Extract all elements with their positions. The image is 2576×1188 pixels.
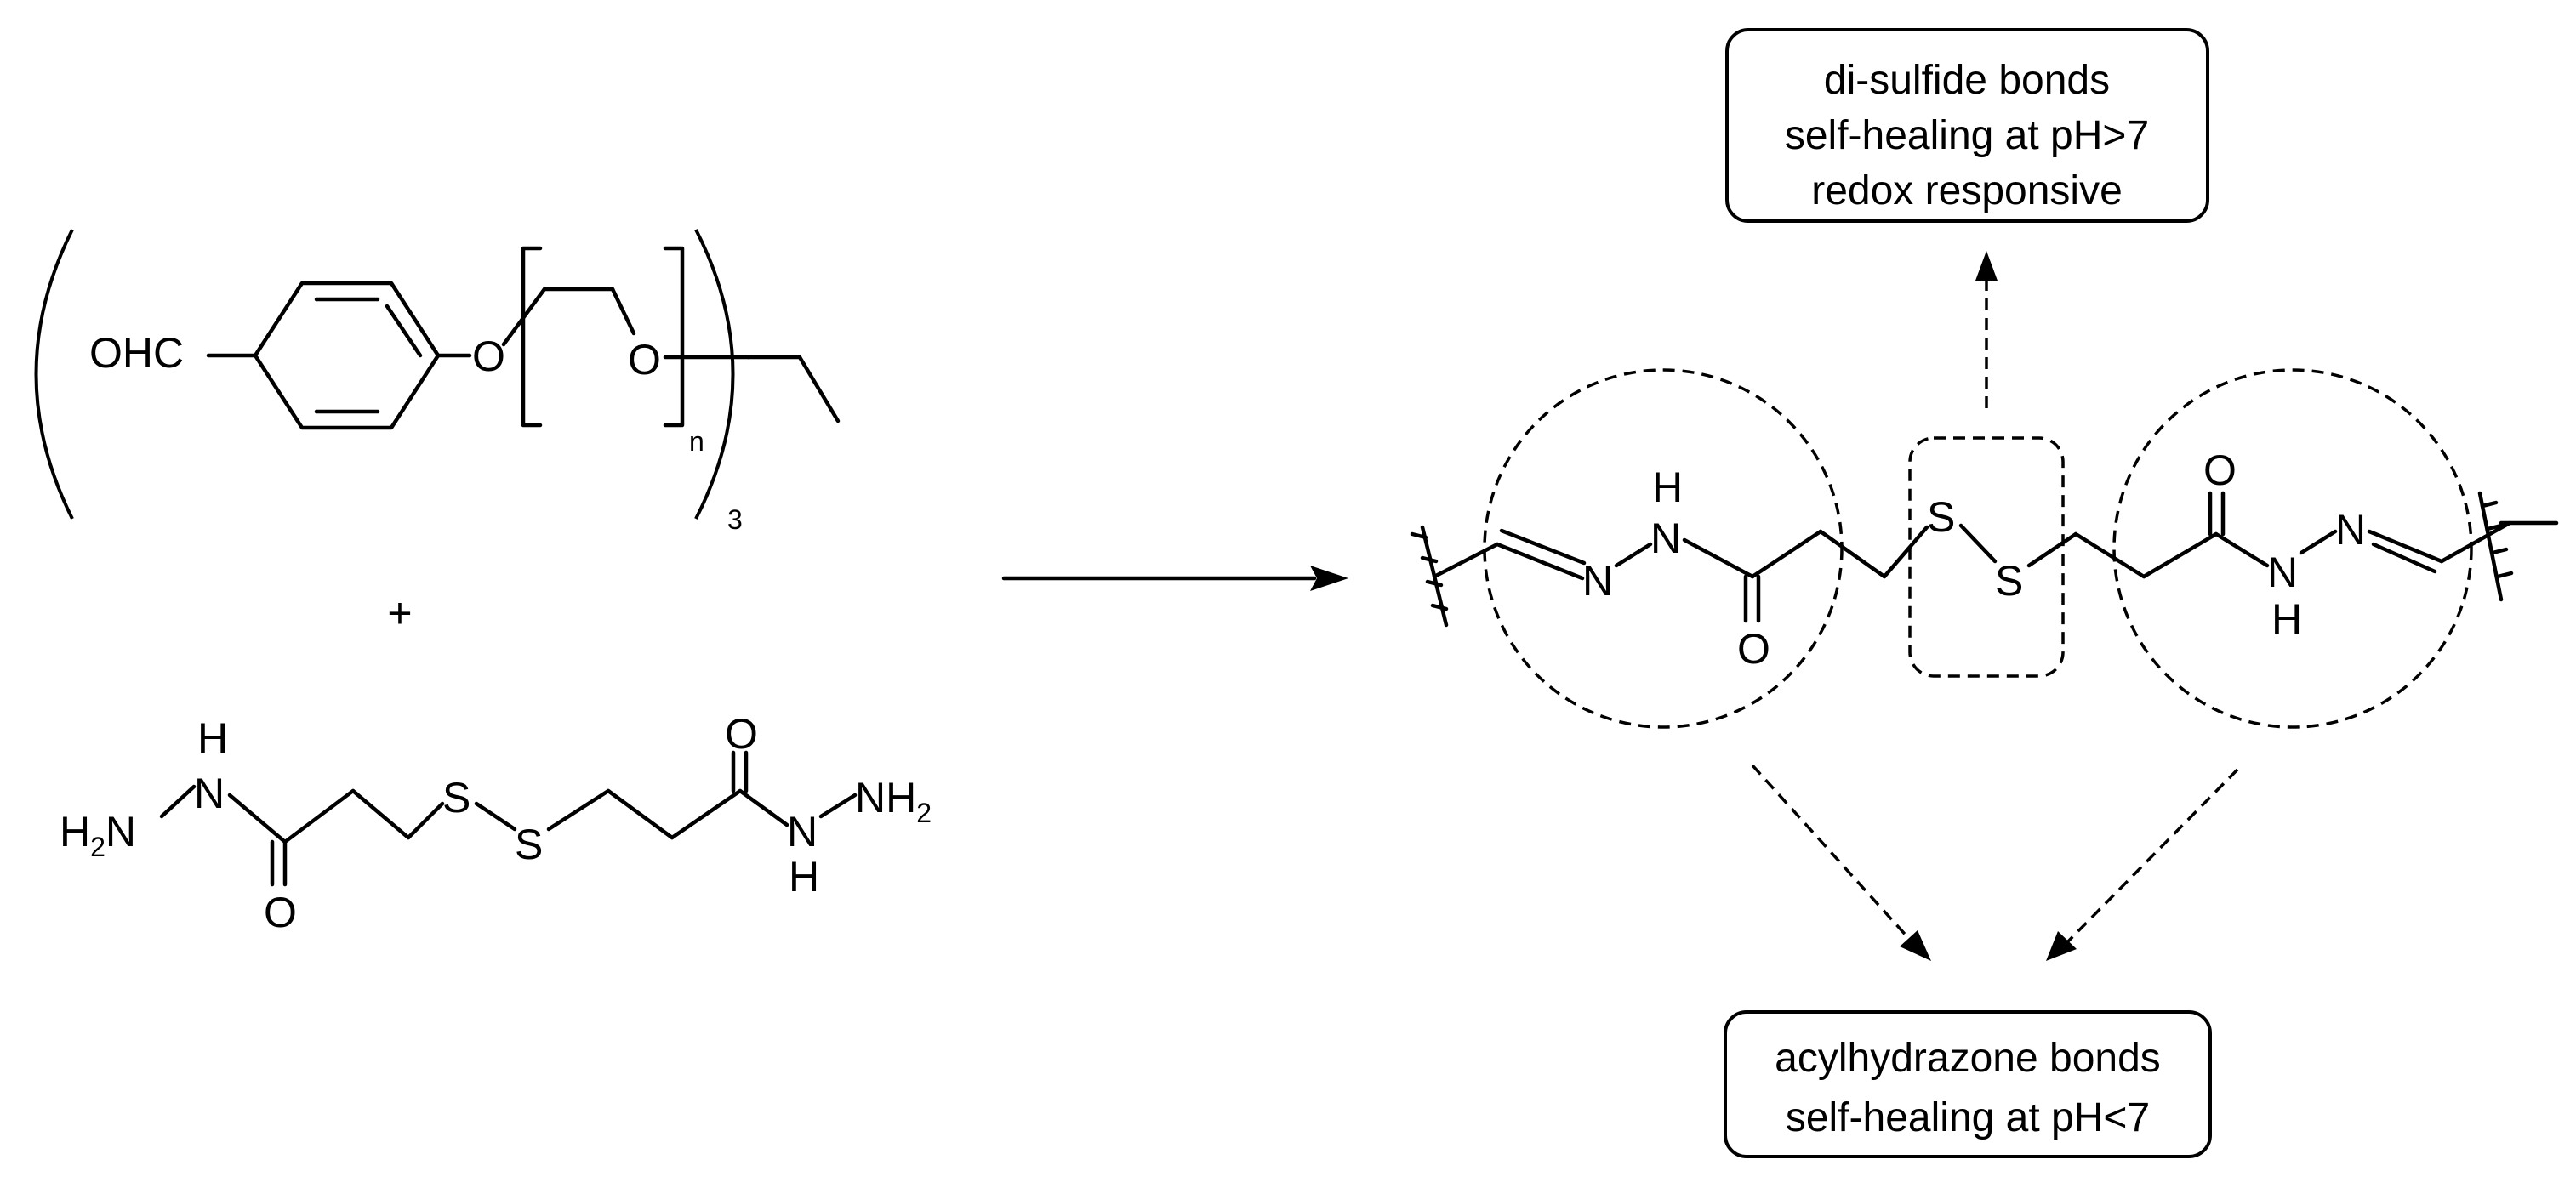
box-top-line2: self-healing at pH>7 <box>1785 113 2149 158</box>
reactant-peg-aldehyde: OHC O O n 3 <box>34 229 841 535</box>
disulfide-info-box: di-sulfide bonds self-healing at pH>7 re… <box>1725 28 2209 223</box>
carbonyl-o-left-label: O <box>264 889 297 936</box>
plus-sign: + <box>387 589 412 637</box>
product-sulfur-2-label: S <box>1995 557 2023 605</box>
box-bottom-line2: self-healing at pH<7 <box>1786 1095 2150 1140</box>
nh-n-left-label: N <box>194 770 225 817</box>
reactant-dihydrazide: H2N N H O S S O N H NH2 <box>60 710 932 936</box>
product-amide-n-left-label: N <box>1650 514 1681 562</box>
box-top-line1: di-sulfide bonds <box>1824 58 2110 103</box>
repeat-bracket-left <box>521 246 543 428</box>
product-amide-h-left-label: H <box>1652 463 1683 511</box>
acylhydrazone-info-box: acylhydrazone bonds self-healing at pH<7 <box>1724 1010 2212 1158</box>
product-imine-n-right-label: N <box>2335 506 2366 554</box>
box-top-line3: redox responsive <box>1811 168 2123 213</box>
h2n-left-label: H2N <box>60 808 136 862</box>
benzene-ring <box>253 281 441 430</box>
product-amide-n-right-label: N <box>2267 549 2298 596</box>
nh-n-right-label: N <box>787 808 818 855</box>
multiplier-subscript-3: 3 <box>727 504 743 535</box>
sulfur-1-label: S <box>442 774 470 821</box>
peg-oxygen-label: O <box>628 336 661 384</box>
repeat-subscript-n: n <box>689 426 704 457</box>
nh2-right-label: NH2 <box>855 774 932 828</box>
reaction-arrow <box>1001 566 1348 591</box>
left-acylhydrazone-highlight <box>1483 368 1844 729</box>
carbonyl-o-right-label: O <box>725 710 758 758</box>
annotation-arrows <box>1751 251 2239 961</box>
nh-h-left-label: H <box>197 714 228 762</box>
product-sulfur-1-label: S <box>1927 493 1955 541</box>
product-carbonyl-o-right-label: O <box>2203 446 2237 494</box>
aldehyde-label: OHC <box>89 329 184 377</box>
right-cut-bond <box>2477 491 2504 602</box>
product-imine-n-left-label: N <box>1582 557 1613 605</box>
nh-h-right-label: H <box>789 853 819 901</box>
right-acylhydrazone-highlight <box>2112 368 2473 729</box>
right-parenthesis <box>694 229 735 520</box>
sulfur-2-label: S <box>515 821 543 868</box>
product-network: N N H O S S O N H N <box>1410 368 2559 729</box>
disulfide-highlight <box>1908 436 2065 678</box>
left-parenthesis <box>34 229 74 520</box>
product-carbonyl-o-left-label: O <box>1737 625 1770 673</box>
product-amide-h-right-label: H <box>2271 595 2302 643</box>
box-bottom-line1: acylhydrazone bonds <box>1775 1036 2161 1081</box>
ether-oxygen-label: O <box>472 333 505 380</box>
repeat-bracket-right <box>663 246 685 428</box>
